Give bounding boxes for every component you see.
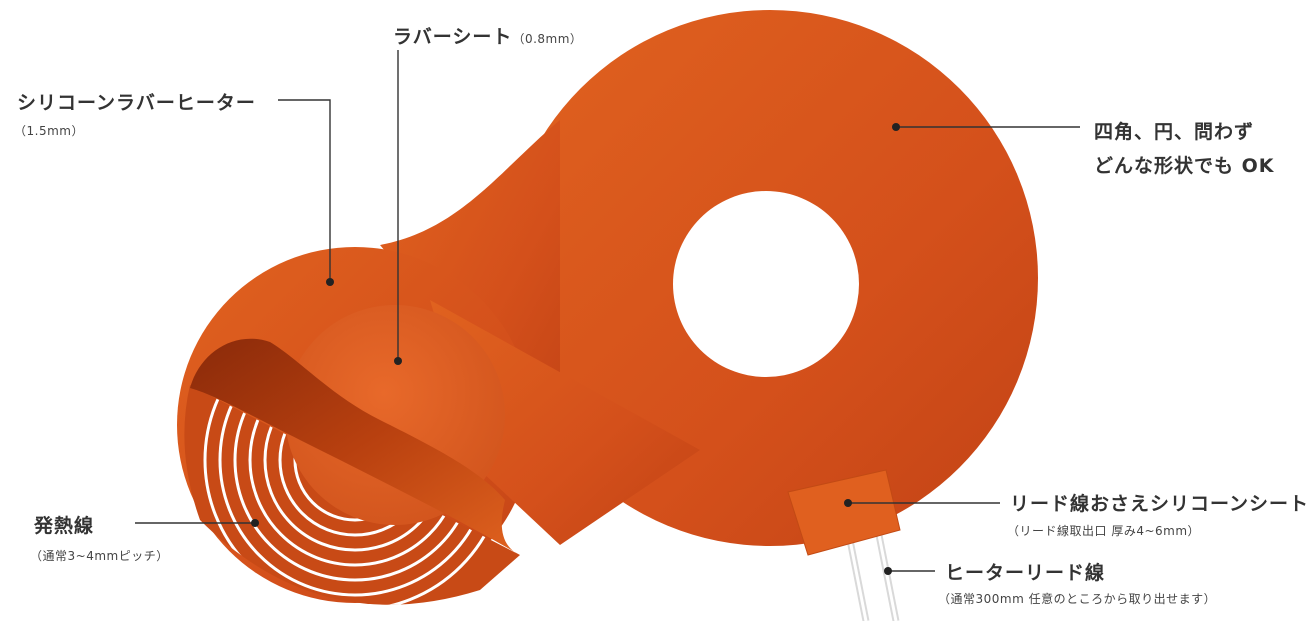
shape-label-line2: どんな形状でも OK — [1094, 155, 1275, 177]
heating-wire-label: 発熱線 — [34, 515, 95, 537]
silicone-heater-body — [177, 10, 1038, 603]
heater-lead-sub: （通常300mm 任意のところから取り出せます） — [938, 592, 1217, 606]
rubber-sheet-label: ラバーシート（0.8mm） — [393, 22, 582, 49]
lead-sheet-sub: （リード線取出口 厚み4~6mm） — [1007, 524, 1201, 538]
heater-lead-wires — [844, 529, 900, 621]
silicone-heater-label: シリコーンラバーヒーター — [17, 92, 256, 114]
rubber-sheet-title: ラバーシート — [393, 26, 513, 48]
leader-lines — [135, 50, 1080, 575]
lead-sheet-label: リード線おさえシリコーンシート — [1010, 493, 1310, 515]
peeled-curl — [190, 338, 520, 555]
center-hole — [673, 191, 859, 377]
heating-wire-pitch: （通常3~4mmピッチ） — [30, 549, 169, 563]
shape-label-line1: 四角、円、問わず — [1094, 121, 1255, 143]
silicone-heater-thickness: （1.5mm） — [14, 124, 84, 138]
rubber-sheet-thickness: （0.8mm） — [512, 32, 583, 46]
lead-wire-sheet — [787, 469, 901, 556]
heater-lead-label: ヒーターリード線 — [945, 562, 1106, 584]
